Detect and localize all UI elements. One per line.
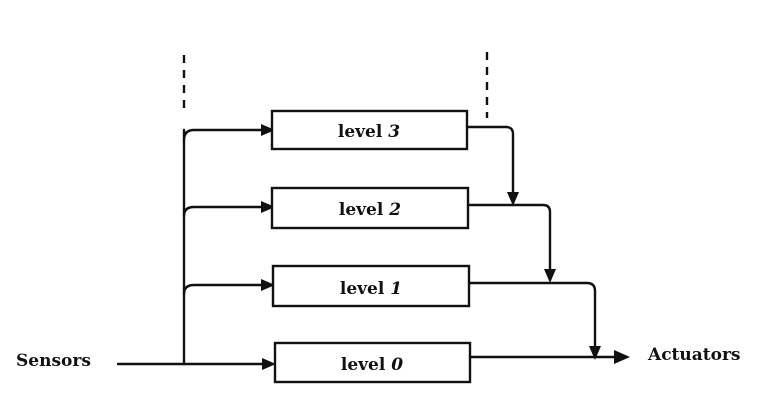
level-2-output-wire [466,203,552,273]
arrowhead-input-level-2 [261,201,275,213]
arrowhead-input-level-0 [262,358,276,370]
level-1-label: level 1 [340,279,402,299]
level-2-box: level 2 [270,186,470,230]
level-3-box: level 3 [270,109,469,151]
arrowhead-level-3-to-level-2-output [507,192,519,206]
arrowhead-input-level-1 [261,279,275,291]
level-1-box: level 1 [271,264,471,308]
arrowhead-level-1-to-level-0-output [589,346,601,360]
level-3-output-wire [465,125,515,197]
sensors-label: Sensors [16,351,91,371]
arrowhead-level-2-to-level-1-output [544,269,556,283]
level-0-label: level 0 [341,355,403,375]
level-0-box: level 0 [273,341,472,384]
actuators-label: Actuators [647,345,741,365]
arrowhead-actuators [614,350,630,364]
input-branch-level-1 [182,283,266,296]
input-branch-level-3 [182,128,266,142]
input-branch-level-2 [182,205,266,218]
arrowhead-input-level-3 [261,124,275,136]
level-3-label: level 3 [338,122,400,142]
level-1-output-wire [467,281,597,349]
level-2-label: level 2 [339,200,401,220]
